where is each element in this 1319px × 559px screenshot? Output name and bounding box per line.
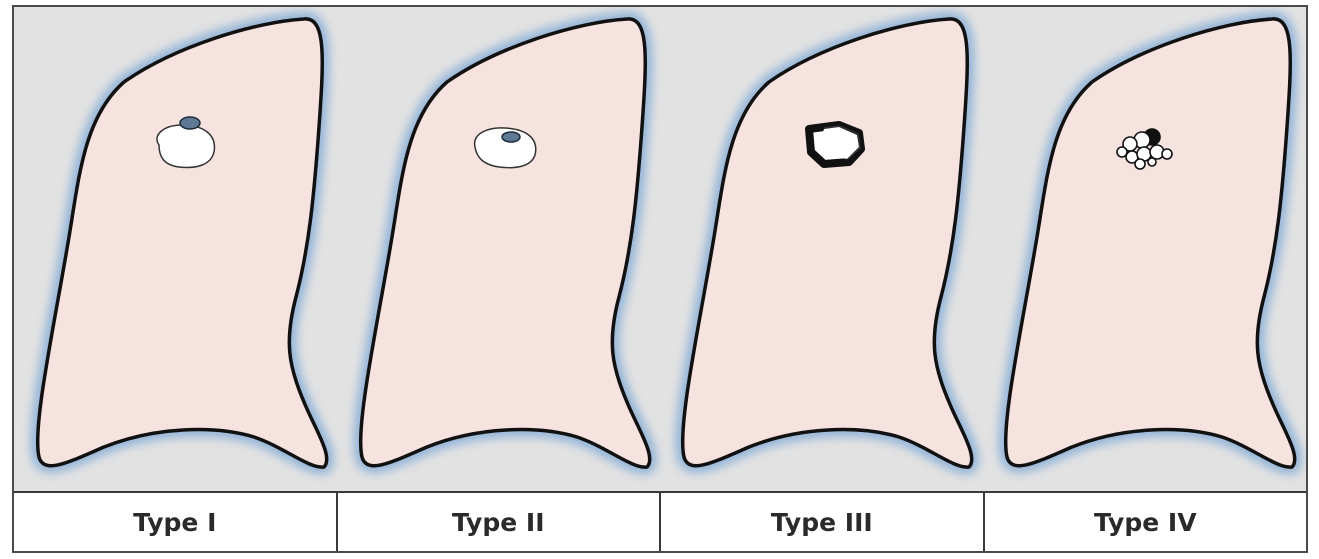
figure: Type I Type II Type III Type IV — [12, 5, 1308, 553]
lung-outline — [683, 19, 972, 467]
label-type-iii: Type III — [661, 493, 985, 551]
type-labels: Type I Type II Type III Type IV — [14, 493, 1306, 551]
lung-outline — [361, 19, 650, 467]
lung-outline — [38, 19, 327, 467]
lung-panels — [14, 7, 1306, 493]
lung-panel-type-ii — [361, 19, 650, 467]
lung-outline — [1006, 19, 1295, 467]
label-type-iv: Type IV — [985, 493, 1307, 551]
lung-diagrams — [14, 7, 1306, 491]
lung-panel-type-iii — [683, 19, 972, 467]
label-type-i: Type I — [14, 493, 338, 551]
lung-panel-type-i — [38, 19, 327, 467]
cavity-with-thick-wall-icon — [809, 125, 861, 164]
label-type-ii: Type II — [338, 493, 662, 551]
cavity-with-vessel-inside-icon — [475, 128, 536, 168]
lung-panel-type-iv — [1006, 19, 1295, 467]
